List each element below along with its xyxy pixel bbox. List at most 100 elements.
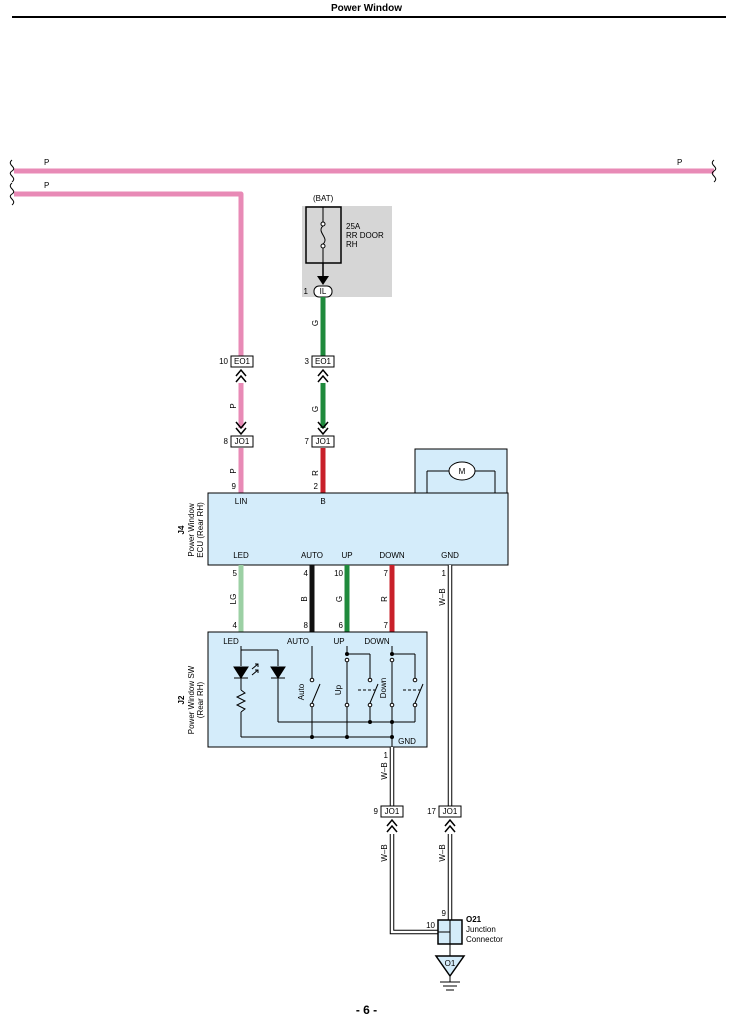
connector-eo1-right: EO1 3: [305, 355, 335, 383]
chevron-up-icon: [235, 368, 247, 383]
contact-label: Up: [334, 684, 343, 695]
power-window-ecu: M LIN B 9 2 LED AUTO UP DOWN GND J4 Powe…: [177, 448, 509, 566]
wire-code: P: [44, 181, 49, 190]
connector-jo1-right: JO1 7: [305, 421, 335, 448]
pin-number: 5: [233, 569, 238, 578]
ecu-switch-wires: 5 4 10 7 1 LG B G R 4 8 6 7: [229, 565, 447, 632]
header-rule: [12, 16, 726, 18]
switch-name: Power Window SW: [187, 665, 196, 734]
pin-number: 4: [233, 621, 238, 630]
chevron-up-icon: [317, 368, 329, 383]
fuse-source: (BAT): [313, 194, 334, 203]
connector-name: EO1: [315, 357, 332, 366]
pin-number: 10: [426, 921, 435, 930]
wire-code: W–B: [438, 844, 447, 861]
connector-name: JO1: [235, 437, 250, 446]
pin-number: 1: [384, 751, 389, 760]
fuse-name: RH: [346, 240, 358, 249]
ground-point: O1: [434, 944, 466, 991]
connector-eo1-left: EO1 10: [219, 355, 254, 383]
ecu-pin-label: AUTO: [301, 551, 323, 560]
junction-id: O21: [466, 915, 482, 924]
ecu-id: J4: [177, 525, 186, 534]
wire-code: P: [677, 158, 682, 167]
light-rays-icon: [251, 663, 259, 676]
wire-code: G: [311, 406, 320, 412]
ecu-pin-label: LIN: [235, 497, 248, 506]
break-mark-icon: [9, 159, 15, 183]
pin-number: 9: [374, 807, 379, 816]
sw-pin-label: AUTO: [287, 637, 309, 646]
pin-number: 9: [442, 909, 447, 918]
ecu-pin-label: DOWN: [379, 551, 405, 560]
fuse-connector: IL: [320, 287, 327, 296]
chevron-down-icon: [317, 421, 329, 436]
ecu-pin-label: B: [320, 497, 325, 506]
fuse-icon: [320, 225, 326, 245]
wire-code: R: [311, 470, 320, 476]
power-window-switch: LED AUTO UP DOWN GND J2 Power Window SW …: [177, 631, 428, 748]
wire-code: P: [229, 468, 238, 473]
sw-gnd-label: GND: [398, 737, 416, 746]
chevron-up-icon: [386, 818, 398, 833]
wire-code: G: [335, 596, 344, 602]
pin-number: 1: [442, 569, 447, 578]
arrow-down-icon: [317, 276, 329, 285]
page-number: - 6 -: [355, 1003, 378, 1017]
diode-icon: [270, 666, 286, 679]
pin-number: 4: [304, 569, 309, 578]
pin-number: 1: [304, 287, 309, 296]
motor-label: M: [459, 467, 466, 476]
ecu-ground-wire: W–B: [438, 565, 453, 806]
wire-code: G: [311, 320, 320, 326]
power-wire: G G R: [311, 297, 326, 493]
page-title: Power Window: [330, 3, 403, 14]
pin-number: 7: [384, 621, 389, 630]
fuse-block: (BAT) 25A RR DOOR RH IL 1: [302, 194, 392, 298]
chevron-up-icon: [444, 818, 456, 833]
wire-code: B: [300, 596, 309, 601]
top-bus-wire: P P: [9, 158, 717, 183]
pin-number: 7: [384, 569, 389, 578]
pin-number: 10: [219, 357, 228, 366]
wire-code: R: [380, 596, 389, 602]
switch-name: (Rear RH): [196, 681, 205, 718]
sw-pin-label: LED: [223, 637, 239, 646]
ground-icon: [440, 981, 460, 991]
ground-label: O1: [445, 959, 456, 968]
switch-ground-wire: 1 W–B: [380, 747, 395, 806]
pin-number: 6: [339, 621, 344, 630]
up-switch-icon: [369, 683, 379, 704]
wire-code: LG: [229, 594, 238, 605]
led-icon: [233, 666, 249, 679]
ecu-pin-label: UP: [341, 551, 352, 560]
contact-label: Auto: [297, 683, 306, 700]
wire-code: P: [44, 158, 49, 167]
fuse-name: RR DOOR: [346, 231, 384, 240]
junction-name: Junction: [466, 925, 496, 934]
connector-name: JO1: [443, 807, 458, 816]
pin-number: 8: [304, 621, 309, 630]
break-mark-icon: [9, 182, 15, 206]
wire-code: W–B: [438, 588, 447, 605]
lower-ground-wires: W–B W–B: [380, 834, 453, 935]
pin-number: 8: [224, 437, 229, 446]
pin-number: 3: [305, 357, 310, 366]
connector-name: EO1: [234, 357, 251, 366]
ecu-pin-label: GND: [441, 551, 459, 560]
wire-code: W–B: [380, 762, 389, 779]
wire-code: P: [229, 403, 238, 408]
pin-number: 17: [427, 807, 436, 816]
pin-number: 2: [314, 482, 319, 491]
sw-pin-label: DOWN: [364, 637, 390, 646]
contact-label: Down: [379, 678, 388, 698]
resistor-icon: [235, 689, 247, 713]
junction-connector: 9 10 O21 Junction Connector: [426, 909, 503, 945]
connector-jo1-left: JO1 8: [224, 421, 254, 448]
connector-name: JO1: [385, 807, 400, 816]
fuse-rating: 25A: [346, 222, 361, 231]
wire-code: W–B: [380, 844, 389, 861]
junction-name: Connector: [466, 935, 503, 944]
pin-number: 10: [334, 569, 343, 578]
